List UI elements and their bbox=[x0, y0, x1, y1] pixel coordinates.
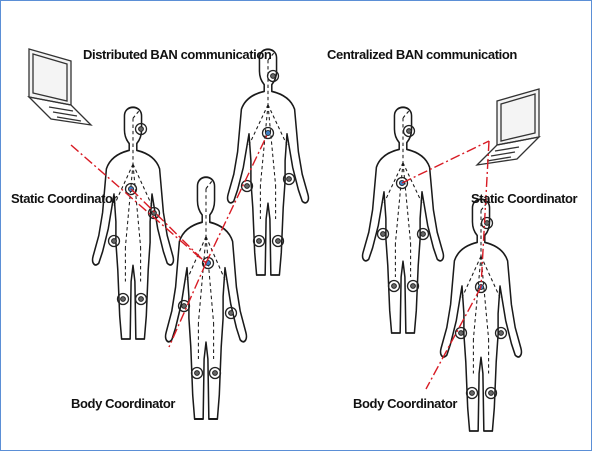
communication-links-centralized bbox=[402, 141, 489, 389]
body-coordinator-left-label: Body Coordinator bbox=[71, 396, 175, 411]
static-coordinator-right-label: Static Coordinator bbox=[471, 191, 577, 206]
communication-links-distributed bbox=[71, 133, 268, 347]
static-coordinator-left-laptop bbox=[29, 49, 91, 125]
human-figure bbox=[228, 49, 309, 275]
human-figure bbox=[363, 107, 444, 333]
human-figure bbox=[166, 177, 247, 419]
body-coordinator-right-label: Body Coordinator bbox=[353, 396, 457, 411]
distributed-ban-title: Distributed BAN communication bbox=[83, 47, 271, 62]
centralized-ban-title: Centralized BAN communication bbox=[327, 47, 517, 62]
static-coordinator-left-label: Static Coordinator bbox=[11, 191, 117, 206]
static-coordinator-right-laptop bbox=[477, 89, 539, 165]
human-figure bbox=[93, 107, 174, 339]
